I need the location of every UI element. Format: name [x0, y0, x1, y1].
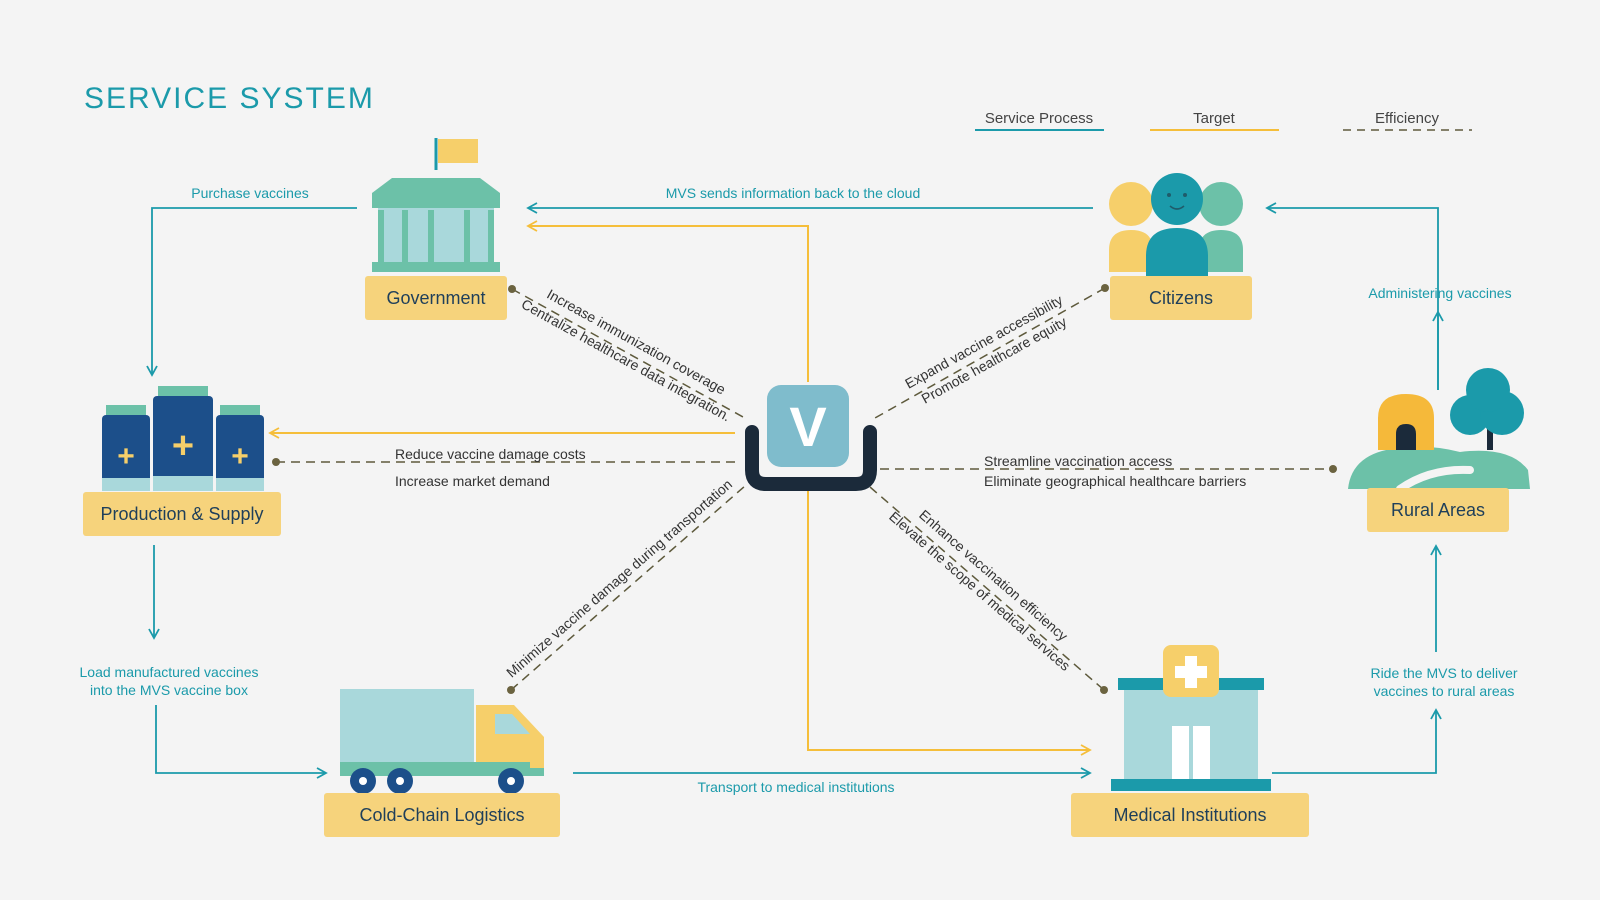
rural-label: Rural Areas [1391, 500, 1485, 520]
flow-medical-to-rural-line [1272, 708, 1442, 774]
flow-transport-label: Transport to medical institutions [697, 779, 894, 795]
efficiency-logistics-line [510, 485, 746, 691]
mvs-v-letter: V [789, 395, 826, 458]
legend-service-process: Service Process [985, 110, 1093, 127]
flow-purchase-line [146, 207, 357, 377]
node-production: + + + Production & Supply [83, 386, 281, 536]
vial-left-icon [102, 415, 150, 491]
citizen-left-body-icon [1109, 230, 1153, 272]
citizen-center-head-icon [1151, 173, 1203, 225]
efficiency-log-label: Minimize vaccine damage during transport… [503, 476, 735, 681]
efficiency-endpoints [272, 284, 1337, 694]
medical-label: Medical Institutions [1113, 805, 1266, 825]
truck-cab-icon [476, 705, 544, 770]
vial-center-icon [153, 396, 213, 491]
target-lines [268, 220, 1092, 756]
node-citizens: Citizens [1109, 173, 1252, 320]
efficiency-medical-line [869, 486, 1105, 691]
node-rural: Rural Areas [1348, 368, 1530, 532]
government-roof-icon [372, 178, 500, 208]
legend-efficiency: Efficiency [1375, 110, 1439, 127]
efficiency-med-label-2: Elevate the scope of medical services [886, 508, 1073, 674]
rural-label-box [1367, 488, 1509, 532]
legend: Service Process Target Efficiency [975, 110, 1472, 131]
flow-ride-label-1: Ride the MVS to deliver [1370, 665, 1517, 681]
government-building-icon [378, 208, 494, 262]
node-logistics: Cold-Chain Logistics [324, 689, 560, 837]
target-medical-line [807, 488, 1092, 756]
efficiency-gov-label-1: Increase immunization coverage [544, 286, 728, 398]
service-process-lines [146, 202, 1444, 779]
node-medical: Medical Institutions [1071, 645, 1309, 837]
citizens-label: Citizens [1149, 288, 1213, 308]
flow-load-line [155, 705, 328, 779]
mvs-holder-icon [745, 425, 877, 491]
svg-text:+: + [172, 425, 194, 467]
flow-load-label-2: into the MVS vaccine box [90, 682, 248, 698]
flow-purchase-label: Purchase vaccines [191, 185, 309, 201]
citizen-left-head-icon [1109, 182, 1153, 226]
efficiency-rural-label-2: Eliminate geographical healthcare barrie… [984, 473, 1246, 489]
flow-ride-label-2: vaccines to rural areas [1374, 683, 1515, 699]
citizen-center-body-icon [1146, 228, 1208, 280]
rural-hill-icon [1348, 446, 1530, 489]
efficiency-gov-label-2: Centralize healthcare data integration. [519, 296, 734, 425]
government-label-box [365, 276, 507, 320]
government-label: Government [386, 288, 485, 308]
mvs-box-icon [767, 385, 849, 467]
efficiency-prod-label-2: Increase market demand [395, 473, 550, 489]
efficiency-med-label-1: Enhance vaccination efficiency [916, 506, 1071, 644]
legend-target: Target [1193, 110, 1236, 127]
vial-right-icon [216, 415, 264, 491]
rural-house-icon [1378, 394, 1434, 450]
citizen-right-head-icon [1199, 182, 1243, 226]
truck-cargo-icon [340, 689, 474, 767]
flow-administering-label: Administering vaccines [1368, 285, 1511, 301]
flow-mvs-cloud-label: MVS sends information back to the cloud [666, 185, 920, 201]
efficiency-rural-label-1: Streamline vaccination access [984, 453, 1172, 469]
production-label-box [83, 492, 281, 536]
node-government: Government [365, 138, 507, 320]
flow-load-label-1: Load manufactured vaccines [80, 664, 259, 680]
logistics-label-box [324, 793, 560, 837]
page-title: SERVICE SYSTEM [84, 82, 375, 115]
citizens-label-box [1110, 276, 1252, 320]
citizen-right-body-icon [1199, 230, 1243, 272]
efficiency-prod-label-1: Reduce vaccine damage costs [395, 446, 586, 462]
target-government-line [526, 220, 809, 382]
mvs-center-icon: V [745, 385, 877, 491]
efficiency-lines [276, 287, 1333, 691]
flag-icon [438, 139, 478, 163]
svg-text:+: + [117, 440, 135, 473]
medical-label-box [1071, 793, 1309, 837]
production-label: Production & Supply [100, 504, 263, 524]
svg-text:+: + [231, 440, 249, 473]
logistics-label: Cold-Chain Logistics [359, 805, 524, 825]
